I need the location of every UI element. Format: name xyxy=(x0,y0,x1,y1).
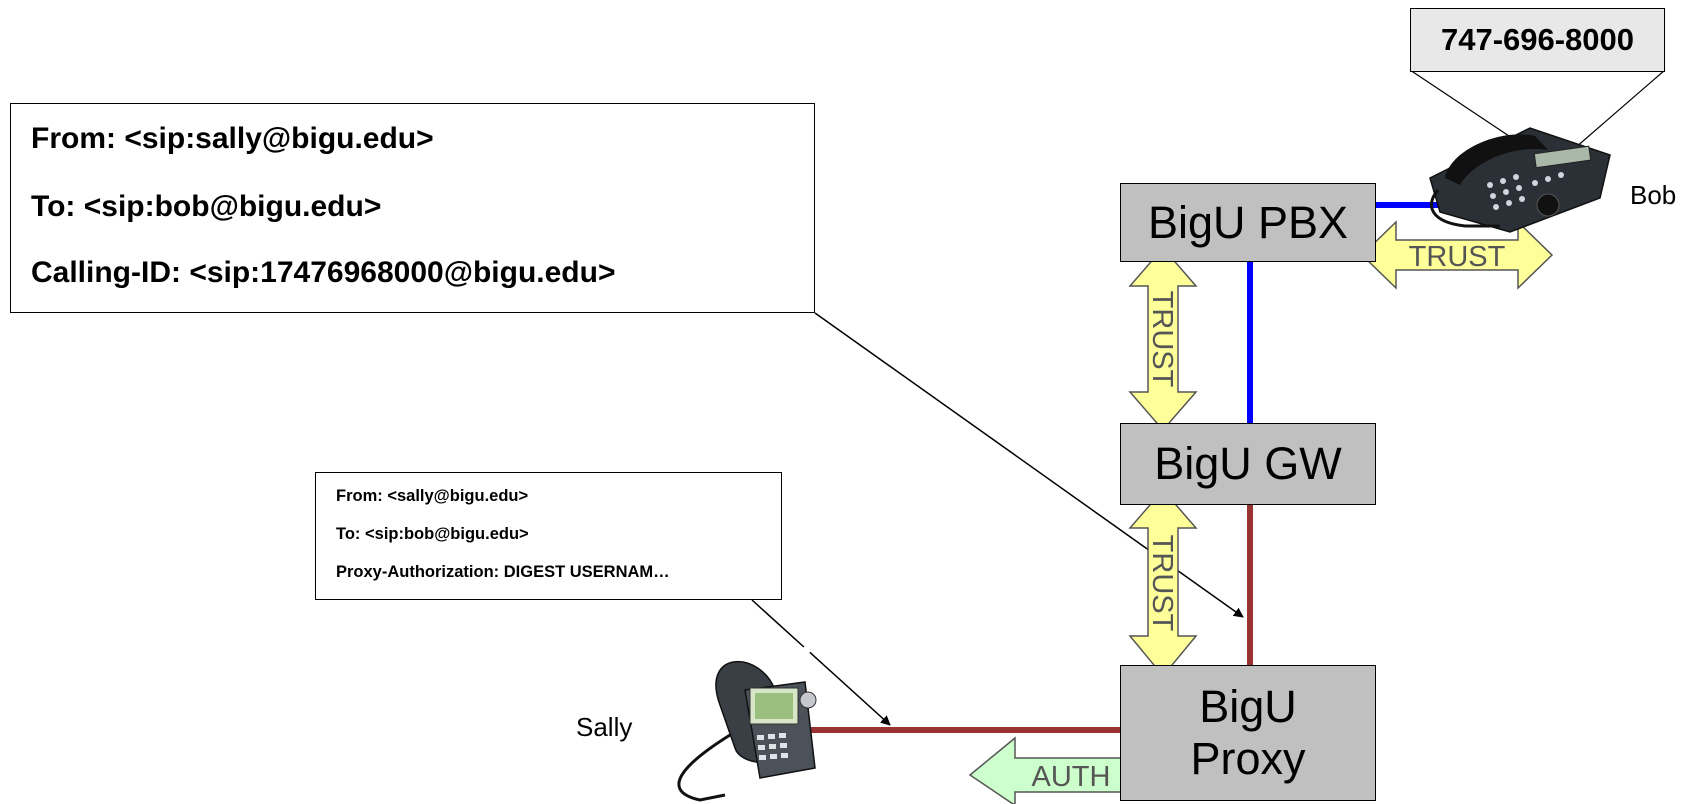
node-bigu-gw-label: BigU GW xyxy=(1154,438,1342,490)
node-bigu-proxy-label-line2: Proxy xyxy=(1190,733,1306,784)
callout-line-right xyxy=(1574,69,1666,149)
header-small-proxy-auth-line: Proxy-Authorization: DIGEST USERNAM… xyxy=(336,563,670,581)
node-bigu-gw: BigU GW xyxy=(1120,423,1376,505)
header-from-line: From: <sip:sally@bigu.edu> xyxy=(31,122,434,155)
trust-arrow-pbx-gw: TRUST xyxy=(1128,246,1198,432)
node-bigu-proxy: BigU Proxy xyxy=(1120,665,1376,801)
auth-label: AUTH xyxy=(1032,761,1111,793)
trust-label-gw-proxy: TRUST xyxy=(1146,535,1178,632)
sip-header-box-proxy-to-gw: From: <sip:sally@bigu.edu> To: <sip:bob@… xyxy=(10,103,815,313)
trust-label-pbx-gw: TRUST xyxy=(1146,291,1178,388)
phone-number-text: 747-696-8000 xyxy=(1440,22,1635,57)
trust-arrow-pbx-bob: TRUST xyxy=(1360,220,1554,290)
desk-phone-icon xyxy=(1429,127,1611,233)
ip-phone-icon xyxy=(677,660,817,802)
header-small-to-line: To: <sip:bob@bigu.edu> xyxy=(336,525,529,543)
sip-header-box-sally-to-proxy: From: <sally@bigu.edu> To: <sip:bob@bigu… xyxy=(315,472,782,600)
header-to-line: To: <sip:bob@bigu.edu> xyxy=(31,190,382,223)
callout-line-left xyxy=(1409,69,1516,141)
auth-arrow: AUTH xyxy=(968,736,1134,804)
header-calling-id-line: Calling-ID: <sip:17476968000@bigu.edu> xyxy=(31,256,616,289)
header-small-from-line: From: <sally@bigu.edu> xyxy=(336,487,529,505)
node-bigu-proxy-label-line1: BigU xyxy=(1199,681,1297,733)
person-label-bob: Bob xyxy=(1630,180,1677,210)
phone-number-box: 747-696-8000 xyxy=(1410,8,1665,72)
node-bigu-pbx-label: BigU PBX xyxy=(1147,196,1349,248)
node-bigu-pbx: BigU PBX xyxy=(1120,183,1376,262)
trust-arrow-gw-proxy: TRUST xyxy=(1128,488,1198,678)
person-label-sally: Sally xyxy=(576,712,633,742)
trust-label-bob: TRUST xyxy=(1409,241,1506,273)
pointer-arrow-small-header xyxy=(751,599,891,726)
